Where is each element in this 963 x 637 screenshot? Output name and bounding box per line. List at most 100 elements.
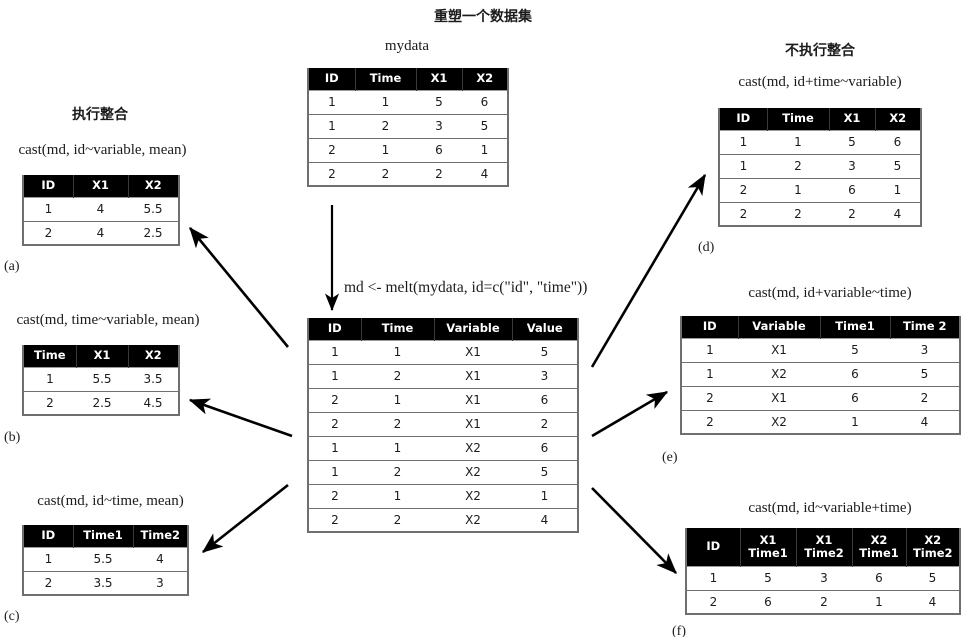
cell: 6 <box>512 387 578 412</box>
cell: 1 <box>462 137 508 162</box>
arrow-to-b <box>188 398 293 438</box>
cell: 2 <box>361 507 434 532</box>
left-group-heading: 执行整合 <box>72 107 128 123</box>
panel-d-table: ID Time X1 X2 1 1 5 6 1 2 3 5 <box>718 108 922 227</box>
cell: 4 <box>890 409 960 434</box>
col-header: Variable <box>434 318 513 340</box>
col-header: X1 <box>416 68 463 90</box>
table-row: 1 2 3 5 <box>719 153 921 178</box>
cell: 2 <box>767 201 829 226</box>
table-row: 1 4 5.5 <box>23 196 179 221</box>
cell: 6 <box>820 385 890 410</box>
col-header: ID <box>23 175 74 197</box>
cell: 3 <box>416 113 462 138</box>
cell: 2 <box>308 137 355 162</box>
cell: 5 <box>906 565 960 590</box>
table-row: 2 3.5 3 <box>23 570 188 595</box>
cell: 4 <box>133 546 188 571</box>
col-header-line1: ID <box>706 539 721 554</box>
cell: 5.5 <box>73 546 133 571</box>
cell: 1 <box>23 366 76 391</box>
panel-c-table-wrap: ID Time1 Time2 1 5.5 4 2 3.5 3 <box>22 525 189 596</box>
cell: 2 <box>355 161 416 186</box>
col-header: Time1 <box>820 316 891 338</box>
source-table-wrap: ID Time X1 X2 1 1 5 6 1 2 3 5 <box>307 68 509 187</box>
cell: 5 <box>740 565 796 590</box>
table-row: 1 5.5 4 <box>23 546 188 571</box>
table-header-row: ID X1 X2 <box>23 175 179 197</box>
col-header: X2 <box>128 175 179 197</box>
panel-a-caption: cast(md, id~variable, mean) <box>18 142 187 158</box>
col-header-line2: Time2 <box>804 545 844 560</box>
table-row: 1 5 3 6 5 <box>686 565 960 590</box>
col-header: X1 <box>829 108 876 130</box>
cell: 2 <box>361 459 434 484</box>
table-row: 2 6 2 1 4 <box>686 589 960 614</box>
table-header-row: ID X1 Time1 X1 Time2 X2 Time1 X2 Time <box>686 528 960 566</box>
cell: 2 <box>686 589 740 614</box>
col-header: ID <box>686 528 741 566</box>
table-row: 1 5.5 3.5 <box>23 366 179 391</box>
cell: X1 <box>434 363 512 388</box>
cell: 3 <box>133 570 188 595</box>
table-row: 1 1 5 6 <box>719 129 921 154</box>
cell: 2 <box>719 177 767 202</box>
table-row: 2 1 X1 6 <box>308 387 578 412</box>
cell: 3 <box>796 565 852 590</box>
cell: 2 <box>796 589 852 614</box>
cell: 2 <box>23 390 76 415</box>
col-header: ID <box>308 318 362 340</box>
cell: X2 <box>738 361 820 386</box>
cell: 1 <box>308 113 355 138</box>
cell: 6 <box>740 589 796 614</box>
cell: 1 <box>308 363 361 388</box>
table-row: 2 2 X2 4 <box>308 507 578 532</box>
panel-d-caption: cast(md, id+time~variable) <box>738 74 902 90</box>
table-row: 1 X1 5 3 <box>681 337 960 362</box>
col-header-line1: X2 <box>870 532 888 547</box>
table-header-row: ID Time X1 X2 <box>719 108 921 130</box>
arrow-to-f <box>591 487 677 574</box>
cell: 6 <box>416 137 462 162</box>
cell: 2 <box>308 161 355 186</box>
table-header-row: ID Time X1 X2 <box>308 68 508 90</box>
cell: 1 <box>361 339 434 364</box>
cell: X1 <box>434 387 512 412</box>
col-header: X1 Time2 <box>796 528 853 566</box>
cell: 2 <box>719 201 767 226</box>
panel-label-d: (d) <box>698 240 715 255</box>
cell: 4 <box>462 161 508 186</box>
table-row: 2 4 2.5 <box>23 220 179 245</box>
cell: 1 <box>686 565 740 590</box>
source-table-caption: mydata <box>384 38 430 54</box>
table-row: 2 2 X1 2 <box>308 411 578 436</box>
table-row: 1 X2 6 5 <box>681 361 960 386</box>
cell: 2 <box>308 387 361 412</box>
cell: 2 <box>355 113 416 138</box>
col-header: Variable <box>738 316 821 338</box>
cell: 1 <box>355 137 416 162</box>
arrow-to-a <box>188 226 290 348</box>
cell: 2 <box>829 201 875 226</box>
panel-b-table-wrap: Time X1 X2 1 5.5 3.5 2 2.5 4.5 <box>22 345 180 416</box>
cell: X1 <box>434 339 512 364</box>
col-header: Time <box>767 108 830 130</box>
cell: 6 <box>462 89 508 114</box>
table-row: 2 2 2 4 <box>308 161 508 186</box>
table-row: 2 X2 1 4 <box>681 409 960 434</box>
table-header-row: ID Time1 Time2 <box>23 525 188 547</box>
col-header: X2 Time1 <box>852 528 907 566</box>
col-header: X2 Time2 <box>906 528 960 566</box>
panel-d-table-wrap: ID Time X1 X2 1 1 5 6 1 2 3 5 <box>718 108 922 227</box>
cell: 2 <box>361 363 434 388</box>
table-row: 1 2 3 5 <box>308 113 508 138</box>
cell: 4 <box>512 507 578 532</box>
panel-c-caption: cast(md, id~time, mean) <box>37 493 184 509</box>
cell: X2 <box>434 483 512 508</box>
cell: 1 <box>875 177 921 202</box>
molten-table: ID Time Variable Value 1 1 X1 5 1 2 X1 3 <box>307 318 579 533</box>
cell: 2 <box>308 507 361 532</box>
col-header: Time1 <box>73 525 134 547</box>
col-header: ID <box>719 108 768 130</box>
panel-f-table: ID X1 Time1 X1 Time2 X2 Time1 X2 Time <box>685 528 961 615</box>
